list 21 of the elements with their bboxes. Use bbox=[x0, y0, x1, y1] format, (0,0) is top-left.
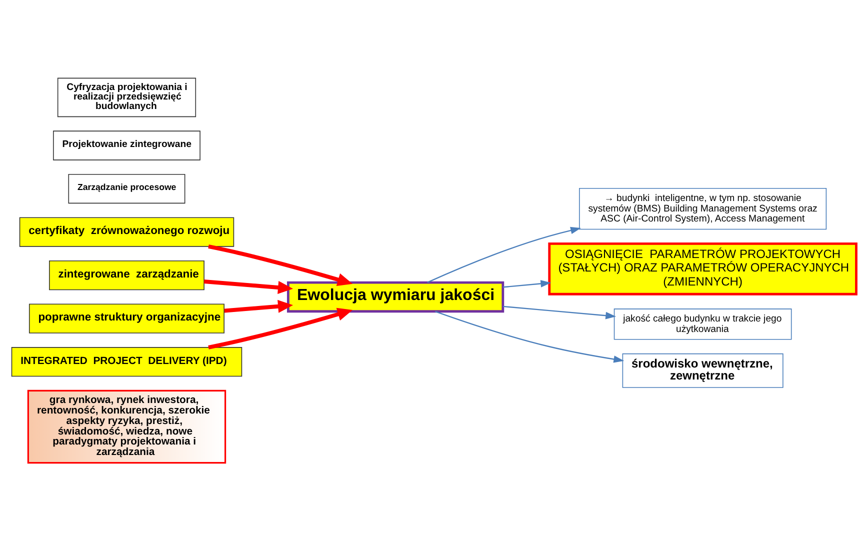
node-box: Zarządzanie procesowe bbox=[68, 174, 186, 204]
node-box: → budynki inteligentne, w tym np. stosowanie systemów (BMS) Building Management Systems oraz ASC (Air-Control System), Access Management bbox=[579, 188, 827, 230]
node-box: Cyfryzacja projektowania i realizacji przedsięwzięć budowlanych bbox=[57, 78, 196, 118]
node-box: Projektowanie zintegrowane bbox=[53, 130, 200, 160]
node-box: INTEGRATED PROJECT DELIVERY (IPD) bbox=[11, 347, 242, 377]
arrow bbox=[502, 306, 616, 320]
arrow bbox=[427, 226, 582, 283]
arrow bbox=[434, 310, 624, 363]
node-box: OSIĄGNIĘCIE PARAMETRÓW PROJEKTOWYCH (STAŁYCH) ORAZ PARAMETRÓW OPERACYJNYCH (ZMIENNYCH) bbox=[548, 242, 858, 296]
node-box: jakość całego budynku w trakcie jego użytkowania bbox=[614, 308, 792, 340]
node-box: certyfikaty zrównoważonego rozwoju bbox=[19, 217, 234, 247]
node-box: zintegrowane zarządzanie bbox=[49, 260, 204, 290]
arrow bbox=[224, 300, 294, 313]
arrow bbox=[208, 308, 353, 350]
node-box: Ewolucja wymiaru jakości bbox=[286, 281, 504, 313]
node-box: gra rynkowa, rynek inwestora, rentowność, konkurencja, szerokie aspekty ryzyka, prestiż, świadomość, wiedza, nowe paradygmaty projektowania i zarządzania bbox=[27, 390, 226, 464]
arrow bbox=[204, 280, 294, 294]
node-box: środowisko wewnętrzne, zewnętrzne bbox=[622, 353, 784, 388]
arrow bbox=[208, 244, 353, 286]
node-box: poprawne struktury organizacyjne bbox=[28, 304, 224, 334]
arrow bbox=[502, 280, 552, 288]
